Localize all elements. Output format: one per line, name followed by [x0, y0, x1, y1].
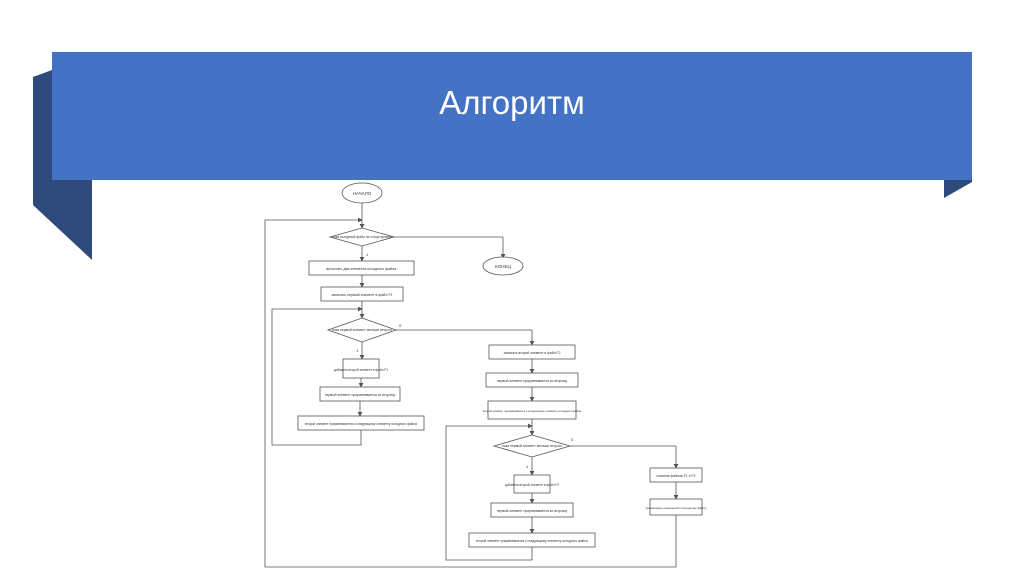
process-write-second-f2-label: записать второй элемент в файл F2: [504, 351, 561, 355]
no-label-3: 0: [571, 437, 574, 442]
process-add-second-f1-label: добавить второй элемент в файл F1: [334, 368, 388, 372]
end-label: КОНЕЦ: [495, 264, 511, 269]
yes-label-3: 1: [526, 464, 529, 469]
process-write-first-f1-label: записать первый элемент в файл F1: [331, 293, 392, 297]
yes-label-2: 1: [356, 348, 359, 353]
start-label: НАЧАЛО: [353, 191, 372, 196]
process-merge-files-label: слияние файлов F1 и F2: [657, 474, 696, 478]
decision-source-not-sorted-label: пока исходный файл не отсортирован: [332, 235, 392, 239]
process-second-eq-next-left-label: второй элемент приравнивается к следующе…: [305, 422, 417, 426]
process-first-eq-second-right-label: первый элемент приравнивается ко второму: [497, 379, 568, 383]
process-first-eq-second-right2-label: первый элемент приравнивается ко второму: [497, 509, 568, 513]
process-second-eq-next-right-label: второй элемент приравнивается к следующе…: [483, 409, 582, 413]
decision-first-less-right-label: пока первый элемент меньше второго: [502, 444, 562, 448]
process-read-two: [308, 260, 415, 276]
process-add-second-f2-label: добавить второй элемент в файл F2: [505, 483, 559, 487]
process-apply-changes-label: применение изменений к исходному файлу: [646, 506, 707, 510]
process-first-eq-second-left-label: первый элемент приравнивается ко второму: [325, 393, 396, 397]
decision-first-less-left-label: пока первый элемент меньше второго: [332, 328, 392, 332]
no-label-2: 0: [399, 323, 402, 328]
process-read-two-label: прочитать два элемента исходного файла: [326, 267, 397, 271]
end-terminal: [482, 256, 524, 276]
title-banner: [52, 52, 972, 180]
slide-title: Алгоритм: [439, 84, 585, 121]
process-second-eq-next-right2-label: второй элемент приравнивается к следующе…: [476, 539, 588, 543]
yes-label-1: 1: [366, 252, 369, 257]
